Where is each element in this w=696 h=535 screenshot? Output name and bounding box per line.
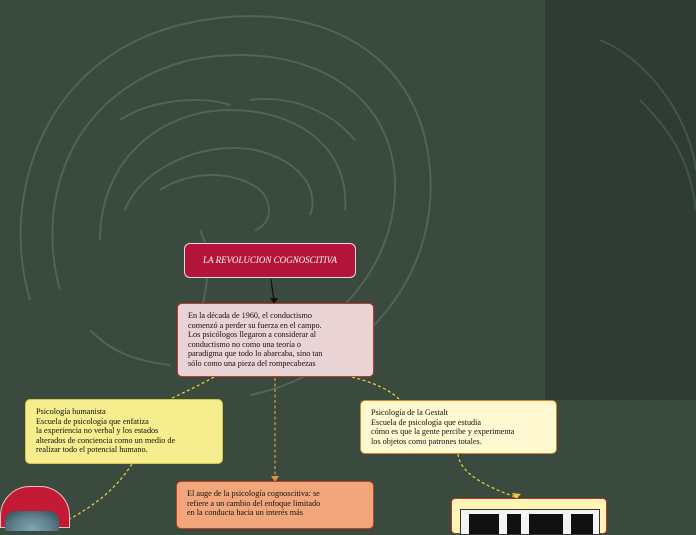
gestalt-psychology-line: Psicología de la Gestalt — [371, 408, 449, 417]
main-topic-line: comenzó a perder su fuerza en el campo. — [188, 320, 322, 330]
main-topic-line: Los psicólogos llegaron a considerar al — [188, 330, 317, 340]
humanist-psychology-line: Psicología humanista — [36, 407, 106, 416]
humanist-psychology-node[interactable]: Psicología humanista Escuela de psicolog… — [25, 399, 223, 464]
humanist-illustration-image — [5, 511, 59, 531]
humanist-psychology-line: la experiencia no verbal y los estados — [36, 426, 159, 436]
connector-main-right — [351, 376, 401, 401]
gestalt-image-node[interactable] — [451, 498, 607, 535]
humanist-image-node[interactable] — [0, 486, 70, 531]
main-topic-line: sólo como una pieza del rompecabezas — [188, 358, 316, 368]
main-topic-line: En la década de 1960, el conductismo — [188, 311, 312, 320]
connector-main-left — [169, 376, 215, 400]
connector-root-main-arrowhead — [270, 298, 278, 304]
main-topic-line: conductismo no como una teoría o — [188, 339, 302, 349]
gestalt-psychology-line: los objetos como patrones totales. — [371, 436, 482, 446]
root-topic-label: LA REVOLUCION COGNOSCITIVA — [203, 254, 337, 265]
gestalt-psychology-node[interactable]: Psicología de la Gestalt Escuela de psic… — [360, 400, 557, 454]
main-topic-node[interactable]: En la década de 1960, el conductismo com… — [177, 303, 374, 377]
connector-left-oval — [67, 463, 133, 520]
connector-layer — [67, 278, 521, 520]
gestalt-psychology-line: Escuela de psicología que estudia — [371, 417, 482, 427]
gestalt-illustration-image — [460, 509, 600, 535]
root-topic-node[interactable]: LA REVOLUCION COGNOSCITIVA — [184, 243, 356, 278]
cognitive-psychology-line: refiere a un cambio del enfoque limitado — [187, 498, 321, 508]
humanist-psychology-line: alterados de conciencia como un medio de — [36, 435, 176, 445]
cognitive-psychology-line: El auge de la psicología cognoscitiva: s… — [187, 489, 320, 498]
gestalt-psychology-line: cómo es que la gente percibe y experimen… — [371, 427, 515, 437]
connector-main-bottom-arrowhead — [271, 476, 279, 482]
connector-right-image — [457, 453, 519, 499]
cognitive-psychology-node[interactable]: El auge de la psicología cognoscitiva: s… — [176, 481, 374, 529]
connector-right-image-arrowhead — [512, 493, 521, 499]
humanist-psychology-line: realizar todo el potencial humano. — [36, 445, 148, 455]
main-topic-line: paradigma que todo lo abarcaba, sino tan — [188, 349, 323, 359]
cognitive-psychology-line: en la conducta hacia un interés más — [187, 508, 303, 518]
humanist-psychology-line: Escuela de psicología que enfatiza — [36, 416, 149, 426]
